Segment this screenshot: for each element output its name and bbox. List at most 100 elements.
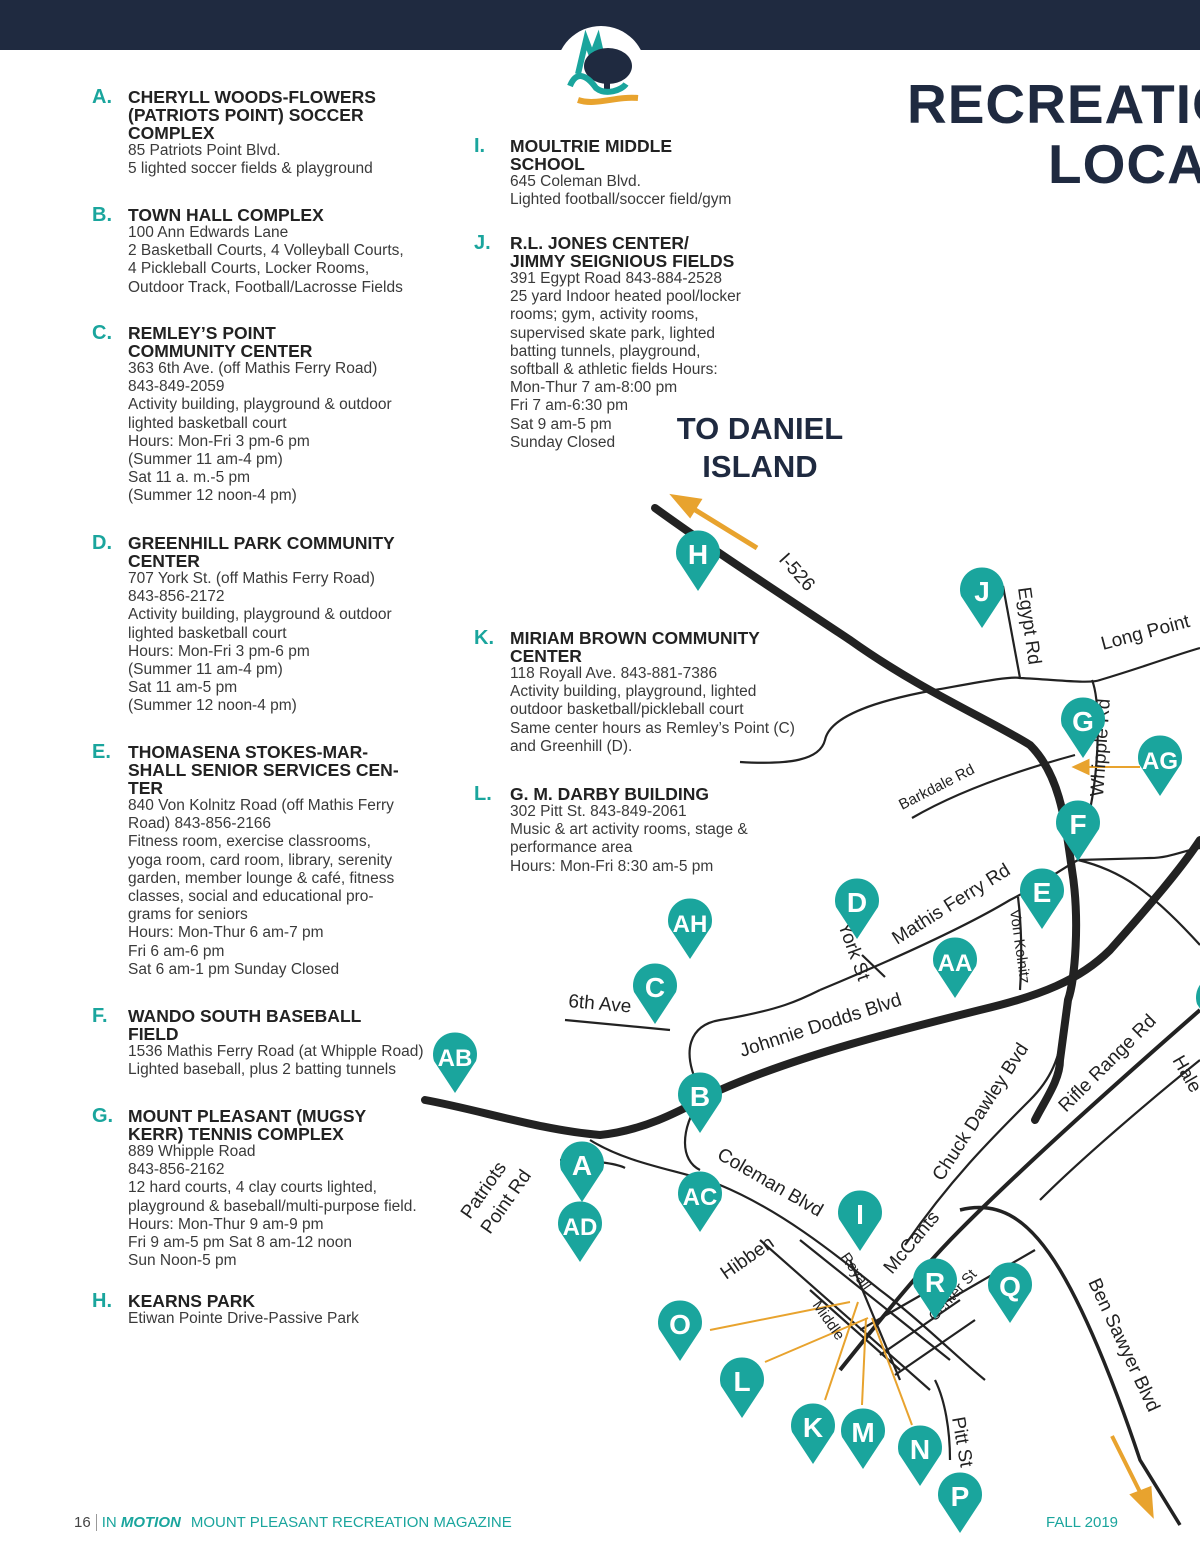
entry-detail: batting tunnels, playground,	[510, 342, 701, 360]
location-marker[interactable]: AC	[678, 1171, 722, 1232]
entry-letter: K.	[474, 627, 494, 649]
location-marker[interactable]: H	[676, 530, 720, 591]
entry-detail: 5 lighted soccer fields & playground	[128, 160, 373, 178]
marker-label: AH	[673, 911, 708, 938]
entry-letter: E.	[92, 741, 111, 763]
location-marker[interactable]: G	[1061, 697, 1105, 758]
marker-label: E	[1033, 877, 1052, 908]
entry-detail: classes, social and educational pro-	[128, 888, 374, 906]
entry-heading: SCHOOL	[510, 154, 585, 174]
marker-label: I	[856, 1199, 864, 1230]
entry-letter: I.	[474, 135, 486, 157]
location-marker[interactable]: AD	[558, 1201, 603, 1262]
entry-detail: 391 Egypt Road 843-884-2528	[510, 270, 722, 287]
entry-heading: MOULTRIE MIDDLE	[510, 136, 673, 156]
issue-season: FALL 2019	[1046, 1514, 1119, 1531]
entry-heading: (PATRIOTS POINT) SOCCER	[128, 105, 364, 125]
entry-detail: 2 Basketball Courts, 4 Volleyball Courts…	[128, 242, 404, 260]
entry-detail: 302 Pitt St. 843-849-2061	[510, 803, 687, 820]
entry-detail: 118 Royall Ave. 843-881-7386	[510, 665, 718, 682]
entry-detail: Hours: Mon-Thur 6 am-7 pm	[128, 924, 324, 942]
location-marker-offpage[interactable]	[1196, 975, 1200, 1036]
entry-detail: supervised skate park, lighted	[510, 324, 716, 342]
entry-heading: TOWN HALL COMPLEX	[128, 205, 324, 225]
entry-detail: Sat 9 am-5 pm	[510, 415, 612, 433]
entry-detail: lighted basketball court	[128, 414, 287, 432]
location-marker[interactable]: F	[1056, 800, 1100, 861]
marker-label: H	[688, 539, 708, 570]
entry-heading: CENTER	[510, 646, 582, 666]
entry-detail: outdoor basketball/pickleball court	[510, 701, 744, 719]
marker-label: G	[1072, 706, 1094, 737]
road-label: Long Point	[1099, 611, 1193, 655]
location-marker[interactable]: Q	[988, 1262, 1032, 1323]
entry-detail: Activity building, playground & outdoor	[128, 606, 392, 624]
entry-heading: COMPLEX	[128, 123, 215, 143]
location-marker[interactable]: A	[560, 1141, 604, 1202]
minor-roads	[559, 585, 1200, 1526]
entry-heading: CHERYLL WOODS-FLOWERS	[128, 87, 376, 107]
entry-detail: and Greenhill (D).	[510, 737, 633, 755]
road-label: Egypt Rd	[1013, 586, 1045, 666]
entry-heading: MIRIAM BROWN COMMUNITY	[510, 628, 760, 648]
entry-detail: performance area	[510, 839, 633, 857]
entry-detail: lighted basketball court	[128, 624, 287, 642]
location-marker[interactable]: R	[913, 1258, 957, 1319]
entry-detail: Fri 9 am-5 pm Sat 8 am-12 noon	[128, 1234, 352, 1252]
location-marker[interactable]: P	[938, 1472, 983, 1533]
location-marker[interactable]: E	[1020, 868, 1064, 929]
location-marker[interactable]: B	[678, 1072, 722, 1133]
location-marker[interactable]: K	[791, 1403, 835, 1464]
entry-heading: THOMASENA STOKES-MAR-	[128, 742, 369, 762]
road-label: Royall	[837, 1250, 875, 1294]
entry-heading: FIELD	[128, 1024, 179, 1044]
road-label: I-526	[774, 549, 819, 595]
marker-label: AD	[563, 1214, 598, 1241]
location-marker[interactable]: J	[960, 567, 1005, 628]
location-marker[interactable]: L	[720, 1357, 764, 1418]
entry-detail: Sat 6 am-1 pm Sunday Closed	[128, 960, 340, 978]
entry-detail: Fri 6 am-6 pm	[128, 942, 225, 960]
location-marker[interactable]: I	[838, 1190, 882, 1251]
entry-detail: 707 York St. (off Mathis Ferry Road)	[128, 570, 375, 587]
entry-heading: CENTER	[128, 551, 200, 571]
marker-label: F	[1069, 809, 1086, 840]
entry-heading: KERR) TENNIS COMPLEX	[128, 1124, 344, 1144]
entry-detail: garden, member lounge & café, fitness	[128, 869, 395, 887]
entry-letter: C.	[92, 322, 112, 344]
location-marker[interactable]: AA	[933, 937, 977, 998]
direction-label-line1: TO DANIEL	[676, 411, 844, 446]
location-marker[interactable]: D	[834, 878, 879, 939]
road-label: Hale	[1168, 1052, 1200, 1096]
location-marker[interactable]: N	[898, 1425, 942, 1486]
location-marker[interactable]: AG	[1138, 735, 1182, 796]
marker-label: AG	[1142, 748, 1178, 775]
marker-label: A	[572, 1150, 592, 1181]
entry-heading: R.L. JONES CENTER/	[510, 233, 689, 253]
entry-detail: 843-856-2162	[128, 1161, 225, 1179]
entry-detail: Hours: Mon-Thur 9 am-9 pm	[128, 1215, 324, 1233]
location-marker[interactable]: AB	[433, 1032, 478, 1093]
entry-detail: 840 Von Kolnitz Road (off Mathis Ferry	[128, 797, 394, 814]
entry-detail: Hours: Mon-Fri 3 pm-6 pm	[128, 642, 310, 660]
location-marker[interactable]: AH	[668, 898, 712, 959]
entry-detail: 100 Ann Edwards Lane	[128, 224, 289, 241]
road-label: Pitt St	[947, 1415, 977, 1469]
entry-letter: H.	[92, 1290, 112, 1312]
location-marker[interactable]: C	[633, 963, 677, 1024]
location-marker[interactable]: O	[658, 1300, 702, 1361]
entry-detail: 363 6th Ave. (off Mathis Ferry Road)	[128, 360, 378, 377]
location-marker[interactable]: M	[841, 1408, 885, 1469]
entry-letter: F.	[92, 1005, 108, 1027]
road-label: 6th Ave	[568, 991, 633, 1017]
location-entry: E.THOMASENA STOKES-MAR-SHALL SENIOR SERV…	[92, 741, 468, 979]
entry-heading: G. M. DARBY BUILDING	[510, 784, 709, 804]
entry-detail: (Summer 12 noon-4 pm)	[128, 487, 297, 505]
entry-heading: KEARNS PARK	[128, 1291, 256, 1311]
